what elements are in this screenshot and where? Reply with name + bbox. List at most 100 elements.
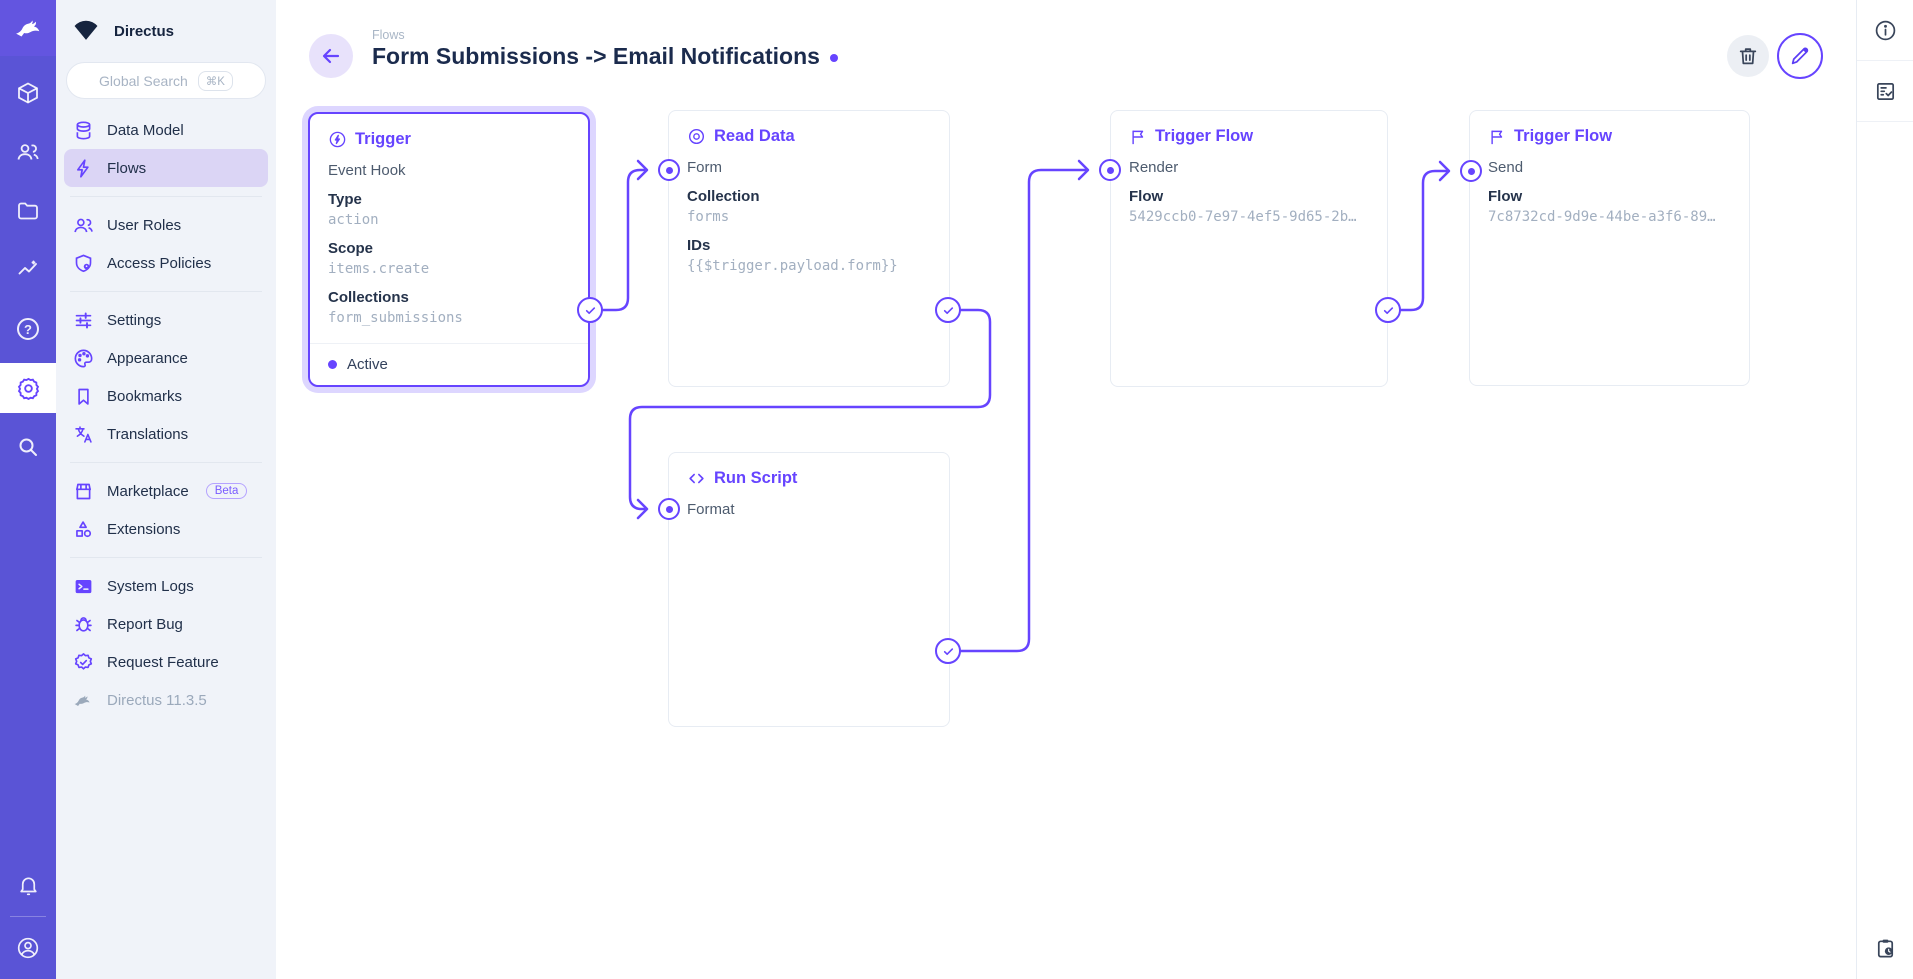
translate-icon [72,423,94,445]
operation-name: Render [1129,159,1179,176]
panel-title: Trigger Flow [1129,127,1369,146]
sidebar-item-marketplace[interactable]: Marketplace Beta [64,472,268,510]
rail-divider [10,916,46,917]
input-port-read-data[interactable] [658,159,680,181]
field-value: 7c8732cd-9d9e-44be-a3f6-89… [1488,209,1716,225]
field-value: 5429ccb0-7e97-4ef5-9d65-2b… [1129,209,1357,225]
settings-module[interactable] [0,363,56,413]
sidebar-item-extensions[interactable]: Extensions [64,510,268,548]
sidebar-item-system-logs[interactable]: System Logs [64,567,268,605]
sidebar-item-user-roles[interactable]: User Roles [64,206,268,244]
folder-icon [18,202,38,220]
edit-flow-button[interactable] [1777,33,1823,79]
navigation-sidebar: Directus Global Search ⌘K Data Model Flo… [56,0,276,979]
sidebar-item-label: Appearance [107,349,188,367]
breadcrumb[interactable]: Flows [372,28,405,42]
flow-canvas[interactable]: Flows Form Submissions -> Email Notifica… [276,0,1856,979]
module-bar: ? [0,0,56,979]
sidebar-item-label: Access Policies [107,254,212,272]
input-port-render[interactable] [1099,159,1121,181]
checklist-icon [1876,82,1894,100]
sidebar-item-label: Translations [107,425,189,443]
files-module[interactable] [0,186,56,236]
help-icon: ? [17,318,39,340]
panel-title: Trigger [328,130,570,149]
rabbit-small-icon [72,689,94,711]
field-value: action [328,212,379,228]
panel-trigger-flow-send[interactable]: Trigger Flow Send Flow 7c8732cd-9d9e-44b… [1469,110,1750,386]
input-port-run-script[interactable] [658,498,680,520]
verified-icon [72,651,94,673]
panel-read-data[interactable]: Read Data Form Collection forms IDs {{$t… [668,110,950,387]
bolt-icon [72,157,94,179]
sidebar-item-label: User Roles [107,216,182,234]
panel-title: Trigger Flow [1488,127,1731,146]
global-search[interactable]: Global Search ⌘K [66,62,266,99]
directus-logo[interactable] [0,0,56,56]
global-search-placeholder: Global Search [99,72,188,89]
bookmark-icon [72,385,94,407]
sidebar-item-label: Report Bug [107,615,183,633]
flag-icon [1132,130,1144,144]
panel-trigger-flow-render[interactable]: Trigger Flow Render Flow 5429ccb0-7e97-4… [1110,110,1388,387]
sidebar-item-flows[interactable]: Flows [64,149,268,187]
field-label: Collections [328,289,409,306]
clipboard-icon [1877,939,1893,958]
sidebar-divider [70,291,262,292]
sidebar-divider [70,557,262,558]
users-icon [17,144,39,160]
activity-log-button[interactable] [1857,917,1913,979]
field-label: Type [328,191,362,208]
sidebar-info-button[interactable] [1857,0,1913,61]
output-port-read-data[interactable] [935,297,961,323]
panel-run-script[interactable]: Run Script Format [668,452,950,727]
rightbar-spacer [1857,122,1913,917]
insights-module[interactable] [0,245,56,295]
connection-trigger-readdata [588,168,646,312]
check-icon [1383,306,1393,314]
output-port-run-script[interactable] [935,638,961,664]
sidebar-divider [70,462,262,463]
flag-icon [1491,130,1503,144]
trigger-status: Active [310,343,588,385]
sidebar-item-translations[interactable]: Translations [64,415,268,453]
panel-trigger[interactable]: Trigger Event Hook Type action Scope ite… [308,112,590,387]
trash-icon [1739,48,1757,65]
sidebar-item-label: Data Model [107,121,184,139]
help-module[interactable]: ? [0,304,56,354]
users-module[interactable] [0,127,56,177]
delete-flow-button[interactable] [1727,35,1769,77]
output-port-render[interactable] [1375,297,1401,323]
output-port-trigger[interactable] [577,297,603,323]
flow-active-dot [829,54,838,62]
connection-render-send [1386,169,1448,312]
sidebar-item-appearance[interactable]: Appearance [64,339,268,377]
notifications-button[interactable] [0,860,56,910]
version-label: Directus 11.3.5 [107,691,207,709]
sidebar-item-settings[interactable]: Settings [64,301,268,339]
arrow-left-icon [322,48,340,64]
back-button[interactable] [309,34,353,78]
project-row[interactable]: Directus [56,10,276,52]
input-port-send[interactable] [1460,160,1482,182]
active-dot [328,360,337,369]
sidebar-item-access-policies[interactable]: Access Policies [64,244,268,282]
eye-icon [688,128,705,145]
bell-icon [19,876,37,895]
sidebar-item-label: Settings [107,311,162,329]
operation-name: Send [1488,159,1524,176]
sidebar-item-report-bug[interactable]: Report Bug [64,605,268,643]
extensions-icon [72,518,94,540]
account-button[interactable] [0,923,56,973]
sidebar-logs-button[interactable] [1857,61,1913,122]
search-module[interactable] [0,422,56,472]
tune-icon [72,309,94,331]
sidebar-item-label: Flows [107,159,147,177]
content-module[interactable] [0,68,56,118]
sidebar-item-data-model[interactable]: Data Model [64,111,268,149]
sidebar-item-request-feature[interactable]: Request Feature [64,643,268,681]
page-title: Form Submissions -> Email Notifications [372,43,838,70]
operation-name: Format [687,501,735,518]
search-icon [19,438,37,456]
sidebar-item-bookmarks[interactable]: Bookmarks [64,377,268,415]
